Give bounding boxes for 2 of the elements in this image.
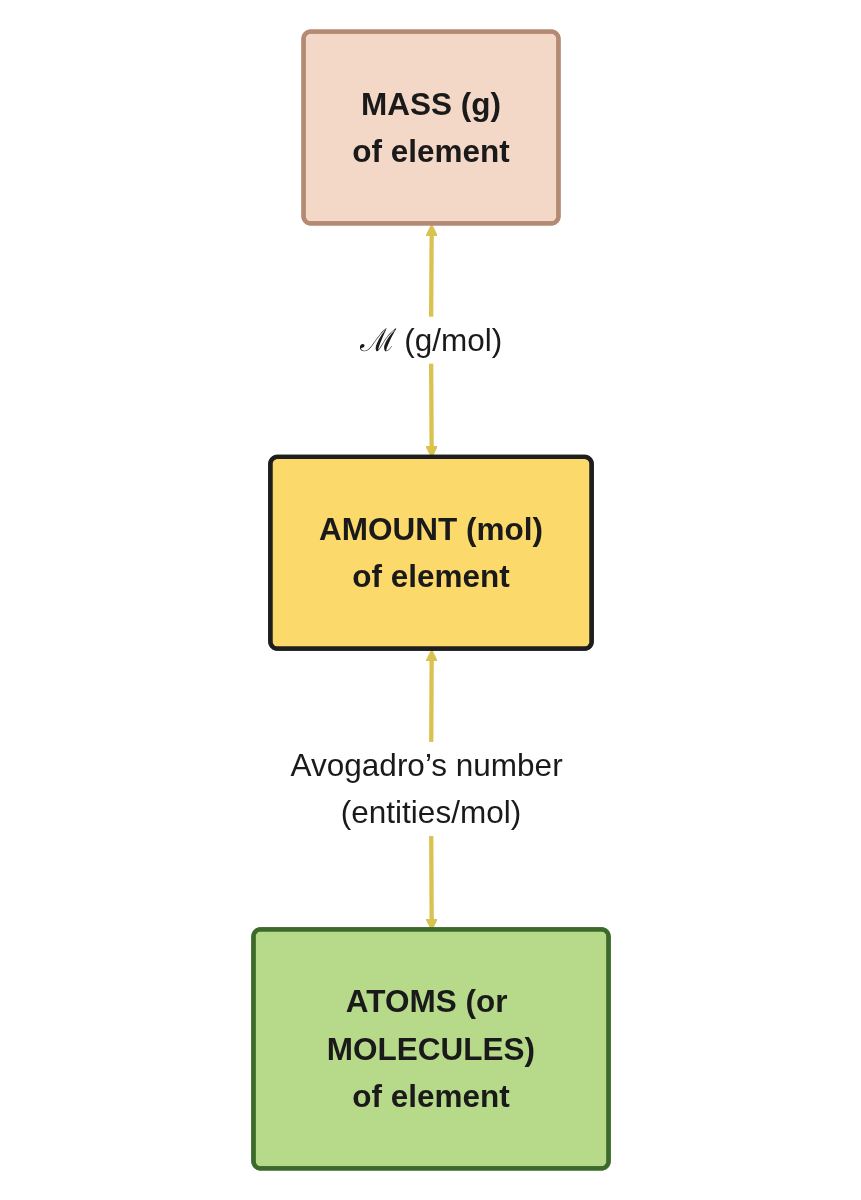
edge-label: ℳ (g/mol) bbox=[359, 322, 502, 359]
edge-label: Avogadro’s number (entities/mol) bbox=[290, 747, 563, 831]
